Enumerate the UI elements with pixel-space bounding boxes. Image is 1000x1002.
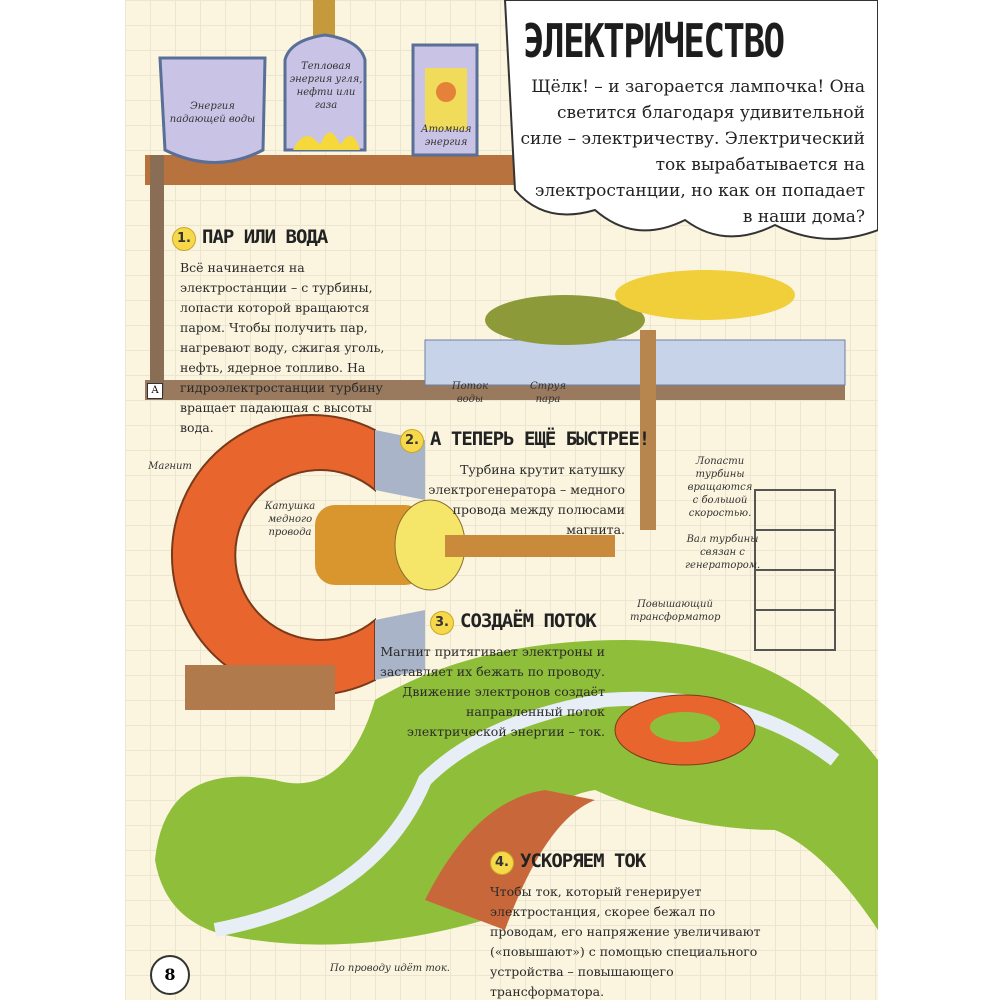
page-title: ЭЛЕКТРИЧЕСТВО [523, 14, 785, 68]
marker-a: А [147, 383, 163, 399]
magnet [170, 414, 376, 696]
section-4-heading: 4.УСКОРЯЕМ ТОК [490, 850, 646, 875]
platform [185, 665, 335, 710]
section-1-heading: 1.ПАР ИЛИ ВОДА [172, 226, 328, 251]
caption-shaft: Вал турбины связан с генератором. [685, 534, 761, 571]
intro-cloud [503, 0, 878, 240]
jar-label-atom: Атомная энергия [421, 124, 472, 148]
caption-blades: Лопасти турбины вращаются с большой скор… [687, 456, 753, 519]
generator-shaft [445, 535, 615, 557]
radiation-icon [436, 82, 456, 102]
caption-wire: По проводу идёт ток. [330, 963, 450, 974]
magnet-poles [375, 430, 425, 680]
illustration [145, 0, 878, 945]
caption-transformer: Повышающий трансформатор [630, 599, 721, 623]
step-badge: 4. [490, 850, 514, 875]
copper-coil [315, 505, 425, 585]
fire-icon [293, 132, 360, 150]
step-badge: 1. [172, 226, 196, 251]
turbine-shaft [640, 330, 656, 530]
section-3-text: Магнит притягивает электроны и заставляе… [380, 644, 605, 739]
water-jar [158, 56, 267, 164]
caption-water-flow: Поток воды [451, 381, 489, 405]
section-4-text: Чтобы ток, который генерирует электроста… [490, 884, 761, 999]
caption-coil: Катушка медного провода [264, 501, 316, 538]
page-number: 8 [150, 955, 190, 995]
turbine-blade-yellow [615, 270, 795, 320]
left-pipe [150, 155, 164, 395]
section-2-heading: 2.А ТЕПЕРЬ ЕЩЁ БЫСТРЕЕ! [400, 428, 650, 453]
book-page: ЭЛЕКТРИЧЕСТВО Щёлк! – и загорается лампо… [125, 0, 878, 1000]
chimney-pipe [313, 0, 335, 40]
step-badge: 2. [400, 428, 424, 453]
scaffold [754, 489, 836, 651]
intro-text: Щёлк! – и загорается лампочка! Она свети… [520, 77, 865, 227]
heat-jar [283, 33, 367, 152]
jar-label-water: Энергия падающей воды [169, 101, 256, 125]
jar-label-heat: Тепловая энергия угля, нефти или газа [289, 61, 363, 111]
caption-magnet: Магнит [148, 461, 192, 472]
section-1-text: Всё начинается на электростанции – с тур… [180, 260, 385, 435]
caption-steam-jet: Струя пара [530, 381, 566, 405]
step-badge: 3. [430, 610, 454, 635]
section-3-heading: 3.СОЗДАЁМ ПОТОК [430, 610, 597, 635]
turbine-blade-green [485, 295, 645, 345]
water-tank [424, 339, 846, 386]
section-2-text: Турбина крутит катушку электрогенератора… [428, 462, 625, 537]
